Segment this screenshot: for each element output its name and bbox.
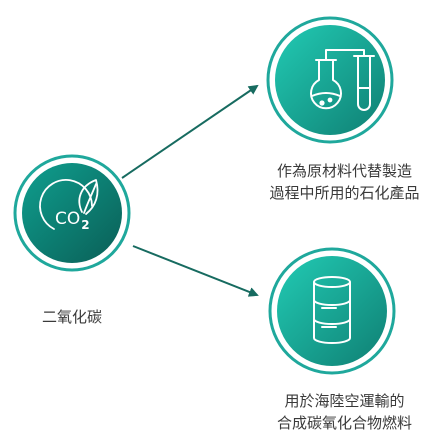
target-label-line: 過程中所用的石化產品 — [269, 184, 420, 202]
arrow-to-petrochemicals — [121, 84, 259, 179]
co2-text: CO2 — [55, 209, 90, 232]
source-node: CO2 — [13, 154, 131, 272]
chemistry-flask-icon — [310, 49, 375, 111]
target-label-petrochemicals: 作為原材料代替製造 過程中所用的石化產品 — [250, 160, 439, 204]
arrow-to-synthetic-fuel — [132, 245, 259, 297]
target-node-synthetic-fuel — [268, 247, 396, 375]
target-label-line: 合成碳氧化合物燃料 — [276, 414, 412, 432]
co2-leaf-icon: CO2 — [39, 179, 99, 232]
target-label-synthetic-fuel: 用於海陸空運輸的 合成碳氧化合物燃料 — [250, 390, 439, 434]
target-label-line: 用於海陸空運輸的 — [284, 392, 405, 410]
source-label: 二氧化碳 — [41, 308, 102, 326]
target-node-petrochemicals — [266, 16, 394, 144]
fuel-barrel-icon — [313, 276, 351, 344]
target-label-line: 作為原材料代替製造 — [276, 162, 412, 180]
